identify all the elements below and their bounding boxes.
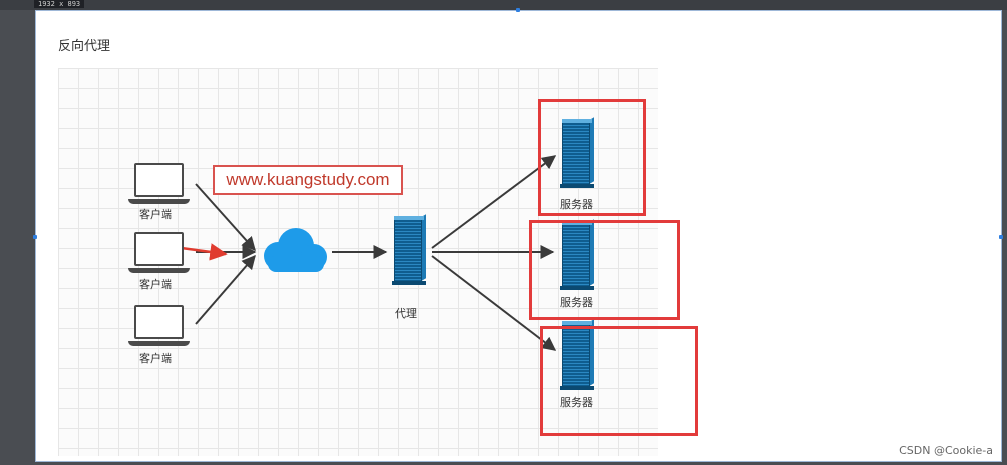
cloud-icon bbox=[264, 228, 327, 272]
server-highlight-2 bbox=[529, 220, 680, 320]
client-laptop-1 bbox=[128, 163, 192, 213]
window-top-bar: 1932 x 893 bbox=[0, 0, 1007, 10]
dimension-badge: 1932 x 893 bbox=[34, 0, 85, 8]
proxy-server bbox=[390, 214, 428, 287]
url-annotation: www.kuangstudy.com bbox=[213, 165, 403, 195]
client-label-2: 客户端 bbox=[139, 278, 172, 291]
csdn-watermark: CSDN @Cookie-a bbox=[899, 444, 993, 457]
server-label-2: 服务器 bbox=[560, 296, 593, 309]
client-label-3: 客户端 bbox=[139, 352, 172, 365]
server-2 bbox=[558, 219, 596, 292]
selection-handle-right[interactable] bbox=[999, 235, 1003, 239]
server-label-1: 服务器 bbox=[560, 198, 593, 211]
client-label-1: 客户端 bbox=[139, 208, 172, 221]
client-laptop-2 bbox=[128, 232, 192, 282]
selection-handle-left[interactable] bbox=[33, 235, 37, 239]
selection-handle-top[interactable] bbox=[516, 8, 520, 12]
server-highlight-3 bbox=[540, 326, 698, 436]
proxy-label: 代理 bbox=[395, 307, 417, 320]
server-1 bbox=[558, 117, 596, 190]
client-laptop-3 bbox=[128, 305, 192, 355]
slide-canvas: 反向代理 bbox=[33, 8, 1003, 462]
server-label-3: 服务器 bbox=[560, 396, 593, 409]
page-title: 反向代理 bbox=[58, 39, 111, 54]
server-highlight-1 bbox=[538, 99, 646, 216]
server-3 bbox=[558, 319, 596, 392]
